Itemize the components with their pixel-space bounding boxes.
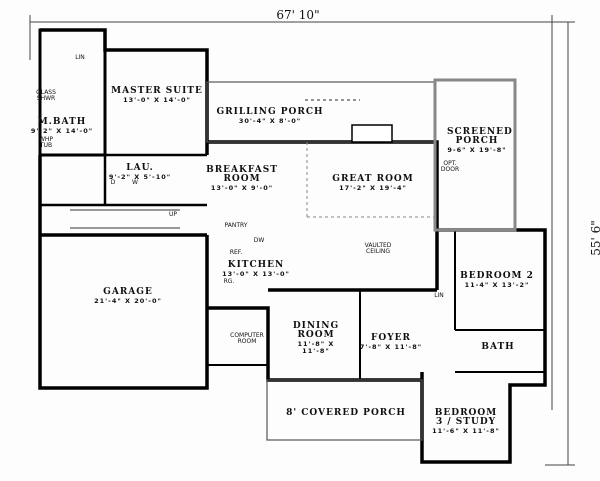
bedroom-3-size: 11'-6" X 11'-8": [432, 427, 500, 435]
glass-shower-label: GLASS SHWR: [36, 89, 56, 102]
covered-porch-label: 8' COVERED PORCH: [286, 408, 406, 418]
refrigerator-label: REF.: [229, 249, 243, 256]
dimension-lines: [29, 15, 575, 466]
foyer-name: FOYER: [371, 333, 411, 343]
foyer-size: 7'-8" X 11'-8": [359, 343, 423, 351]
pantry-label: PANTRY: [224, 222, 248, 229]
fireplace: [351, 124, 393, 143]
whp-tub-label: WHP TUB: [38, 136, 54, 149]
grilling-porch-size: 30'-4" X 8'-0": [238, 117, 302, 125]
range-label: RG.: [223, 278, 235, 285]
garage-name: GARAGE: [103, 287, 153, 297]
bedroom-2-size: 11-4" X 13'-2": [464, 281, 530, 289]
overall-depth-label: 55' 6": [588, 220, 600, 256]
opt-door-label: OPT. DOOR: [440, 160, 460, 173]
breakfast-room-size: 13'-0" X 9'-0": [210, 184, 274, 192]
garage-size: 21'-4" X 20'-0": [94, 297, 162, 305]
grilling-porch-name: GRILLING PORCH: [216, 107, 324, 117]
bath-label: BATH: [481, 342, 515, 352]
linen-hall-label: LIN: [434, 292, 444, 299]
bedroom-3-name: BEDROOM 3 / STUDY: [434, 408, 498, 427]
screened-porch-size: 9-6" X 19'-8": [447, 146, 507, 154]
dryer-label: D: [110, 179, 116, 186]
master-bath-size: 9'-2" X 14'-0": [30, 127, 94, 135]
dining-room-size: 11'-8" X 11'-8": [297, 340, 335, 355]
master-bath-name: M.BATH: [37, 117, 87, 127]
stairs-up-label: UP: [168, 211, 178, 218]
kitchen-name: KITCHEN: [227, 260, 285, 270]
bedroom-2-name: BEDROOM 2: [460, 271, 534, 281]
master-suite-name: MASTER SUITE: [111, 86, 203, 96]
linen-master-label: LIN: [75, 54, 85, 61]
ceiling-lines: [306, 142, 437, 218]
washer-label: W: [132, 179, 138, 186]
vaulted-ceiling-label: VAULTED CEILING: [364, 242, 392, 255]
great-room-name: GREAT ROOM: [332, 174, 414, 184]
great-room-size: 17'-2" X 19'-4": [339, 184, 407, 192]
breakfast-room-name: BREAKFAST ROOM: [206, 165, 278, 184]
dishwasher-label: DW: [253, 237, 265, 244]
stairs: [70, 209, 180, 229]
kitchen-size: 13'-0" X 13'-0": [222, 270, 290, 278]
laundry-label: LAU.9'-2" X 5'-10": [109, 164, 171, 181]
laundry-size: 9'-2" X 5'-10": [108, 173, 172, 181]
screened-porch-name: SCREENED PORCH: [447, 127, 513, 146]
porches: [206, 78, 517, 441]
laundry-name: LAU.: [126, 163, 154, 173]
dining-room-name: DINING ROOM: [292, 321, 340, 340]
computer-room-label: COMPUTER ROOM: [230, 332, 264, 345]
master-suite-size: 13'-0" X 14'-0": [123, 96, 191, 104]
overall-width-label: 67' 10": [276, 8, 320, 22]
